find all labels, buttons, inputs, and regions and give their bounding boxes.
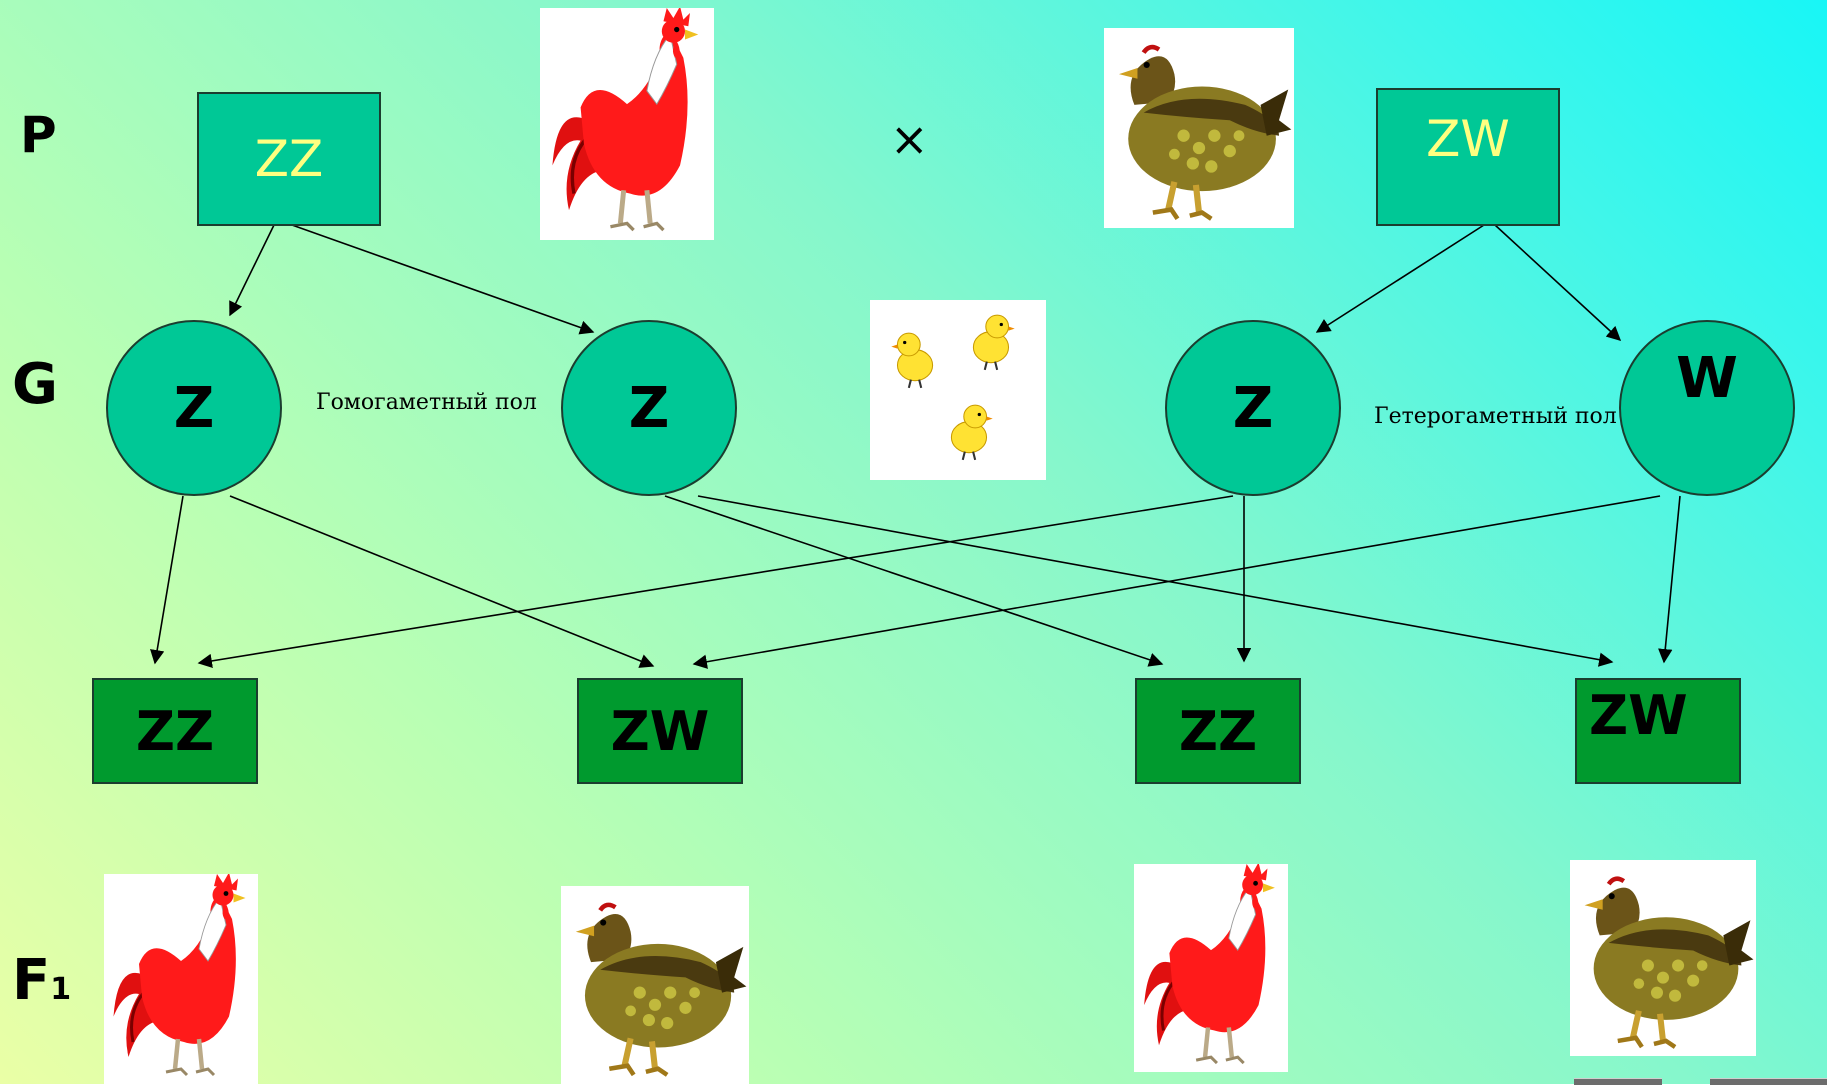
next-slide-button[interactable] bbox=[1710, 1078, 1827, 1085]
arrow-g1-to-offspring-1 bbox=[150, 495, 184, 665]
arrow-g4-to-offspring-4 bbox=[1658, 495, 1681, 664]
offspring-genotype-1: ZZ bbox=[92, 678, 258, 784]
offspring-hen-icon-1 bbox=[561, 886, 749, 1084]
offspring-rooster-icon-2 bbox=[1134, 864, 1288, 1072]
male-genotype-box: ZZ bbox=[197, 92, 381, 226]
f1-subscript: 1 bbox=[50, 972, 72, 1007]
homogametic-sex-label: Гомогаметный пол bbox=[316, 390, 537, 415]
female-genotype-box: ZW bbox=[1376, 88, 1560, 226]
arrow-g1-to-offspring-2 bbox=[229, 495, 655, 668]
prev-slide-button[interactable] bbox=[1574, 1078, 1662, 1085]
arrow-g4-to-offspring-2 bbox=[692, 495, 1661, 669]
gamete-w: W bbox=[1619, 320, 1795, 496]
gamete-z-2: Z bbox=[561, 320, 737, 496]
arrow-male-to-gamete-2 bbox=[291, 224, 595, 335]
heterogametic-sex-label: Гетерогаметный пол bbox=[1374, 404, 1617, 429]
arrow-g2-to-offspring-3 bbox=[664, 495, 1164, 667]
offspring-genotype-3: ZZ bbox=[1135, 678, 1301, 784]
parents-row-label: P bbox=[20, 106, 57, 164]
f1-label: F bbox=[12, 948, 51, 1013]
offspring-rooster-icon-1 bbox=[104, 874, 258, 1084]
arrow-female-to-gamete-4 bbox=[1494, 224, 1622, 341]
offspring-hen-icon-2 bbox=[1570, 860, 1756, 1056]
offspring-genotype-4: ZW bbox=[1575, 678, 1741, 784]
hen-icon bbox=[1104, 28, 1294, 228]
gamete-z-3: Z bbox=[1165, 320, 1341, 496]
offspring-genotype-2: ZW bbox=[577, 678, 743, 784]
arrow-female-to-gamete-3 bbox=[1315, 224, 1485, 333]
offspring-row-label: F1 bbox=[12, 948, 71, 1013]
cross-symbol: × bbox=[890, 112, 929, 166]
rooster-icon bbox=[540, 8, 714, 240]
chicks-icon bbox=[870, 300, 1046, 480]
gamete-z-1: Z bbox=[106, 320, 282, 496]
arrow-g3-to-offspring-1 bbox=[197, 495, 1234, 669]
arrow-g2-to-offspring-4 bbox=[697, 495, 1614, 667]
arrow-male-to-gamete-1 bbox=[229, 224, 275, 317]
gametes-row-label: G bbox=[12, 352, 58, 417]
